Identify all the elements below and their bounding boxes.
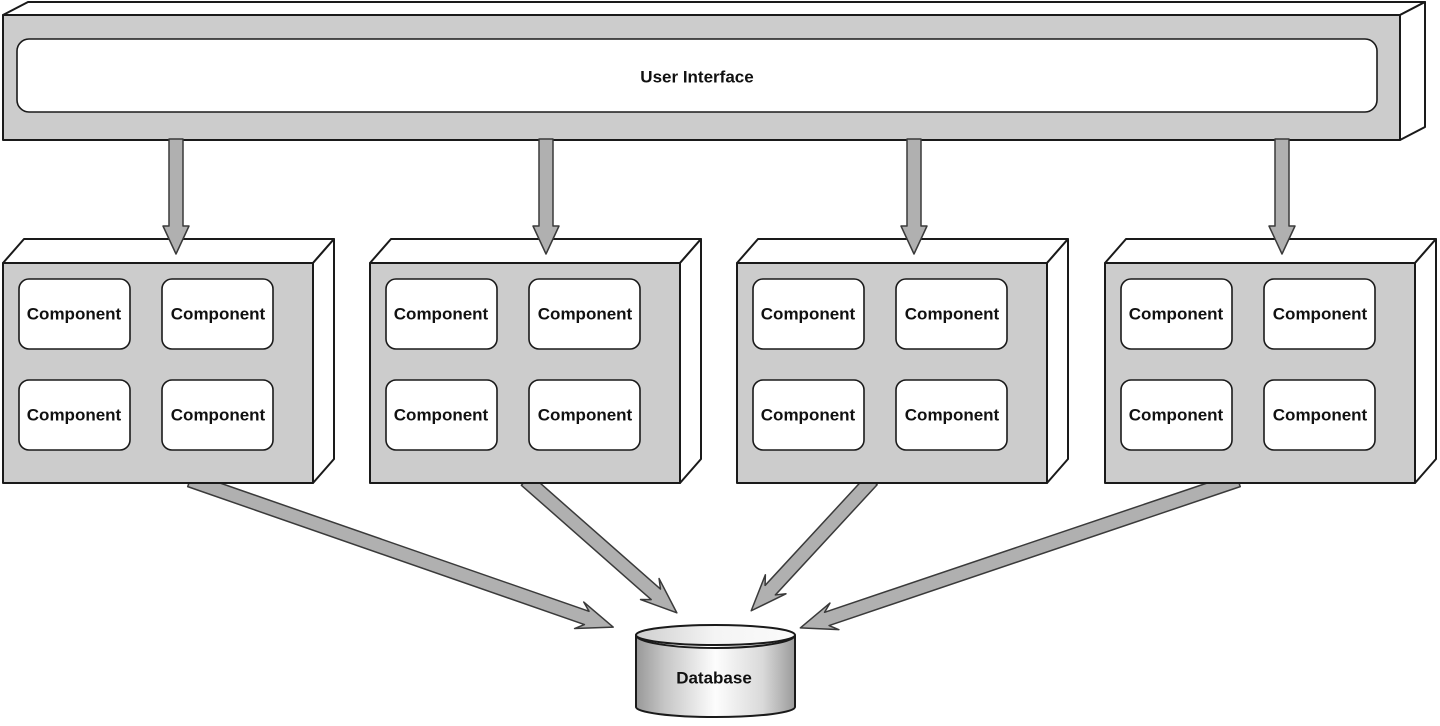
component-label: Component — [538, 305, 633, 324]
component-box-rect — [752, 278, 865, 350]
component-box-rect — [385, 379, 498, 451]
component-label: Component — [761, 406, 856, 425]
component-label: Component — [1129, 406, 1224, 425]
database-label: Database — [676, 669, 752, 688]
ui-arrow-to-module-1 — [162, 138, 190, 255]
module-4: Component Component Component Component — [1104, 238, 1437, 484]
component-box-rect — [528, 379, 641, 451]
db-arrow-from-module-4 — [799, 472, 1241, 631]
module-1-side-face — [312, 238, 335, 484]
module-2-top-face — [369, 238, 702, 264]
component-box: Component — [161, 379, 274, 451]
ui-to-module-arrows — [162, 138, 1296, 255]
component-box: Component — [895, 379, 1008, 451]
component-label: Component — [1273, 406, 1368, 425]
db-arrow-from-module-1 — [186, 472, 614, 630]
module-3: Component Component Component Component — [736, 238, 1069, 484]
component-box-rect — [1263, 278, 1376, 350]
ui-arrow-to-module-4 — [1268, 138, 1296, 255]
database-body — [635, 634, 796, 718]
component-box: Component — [528, 379, 641, 451]
component-box-rect — [895, 379, 1008, 451]
module-to-database-arrows — [186, 472, 1241, 631]
component-label: Component — [171, 406, 266, 425]
component-label: Component — [905, 305, 1000, 324]
component-label: Component — [905, 406, 1000, 425]
ui-side-face — [1399, 1, 1426, 141]
component-label: Component — [1129, 305, 1224, 324]
ui-top-face — [2, 1, 1426, 16]
component-label: Component — [394, 406, 489, 425]
component-box-rect — [18, 278, 131, 350]
module-1-top-face — [2, 238, 335, 264]
ui-label: User Interface — [640, 68, 753, 87]
component-box: Component — [18, 278, 131, 350]
module-4-side-face — [1414, 238, 1437, 484]
component-box-rect — [385, 278, 498, 350]
component-label: Component — [761, 305, 856, 324]
ui-arrow-to-module-3 — [900, 138, 928, 255]
component-label: Component — [171, 305, 266, 324]
component-box: Component — [1263, 278, 1376, 350]
component-box-rect — [161, 278, 274, 350]
component-box: Component — [385, 278, 498, 350]
module-4-top-face — [1104, 238, 1437, 264]
component-box-rect — [895, 278, 1008, 350]
component-label: Component — [1273, 305, 1368, 324]
component-box-rect — [1263, 379, 1376, 451]
component-box-rect — [752, 379, 865, 451]
user-interface-box: User Interface — [2, 1, 1426, 141]
component-box-rect — [18, 379, 131, 451]
ui-arrow-to-module-2 — [532, 138, 560, 255]
component-box: Component — [18, 379, 131, 451]
component-box: Component — [1263, 379, 1376, 451]
component-label: Component — [538, 406, 633, 425]
component-box-rect — [161, 379, 274, 451]
component-box: Component — [1120, 278, 1233, 350]
component-box-rect — [1120, 379, 1233, 451]
component-box: Component — [895, 278, 1008, 350]
component-box: Component — [752, 278, 865, 350]
module-3-side-face — [1046, 238, 1069, 484]
module-2: Component Component Component Component — [369, 238, 702, 484]
component-box-rect — [528, 278, 641, 350]
database-cylinder: Database — [635, 624, 796, 718]
module-3-top-face — [736, 238, 1069, 264]
component-box: Component — [752, 379, 865, 451]
component-label: Component — [394, 305, 489, 324]
database-top — [635, 624, 796, 646]
db-arrow-from-module-2 — [520, 473, 678, 614]
ui-inner-panel — [16, 38, 1378, 113]
component-box: Component — [161, 278, 274, 350]
db-arrow-from-module-3 — [750, 474, 878, 612]
component-label: Component — [27, 305, 122, 324]
component-label: Component — [27, 406, 122, 425]
component-box: Component — [528, 278, 641, 350]
module-2-side-face — [679, 238, 702, 484]
component-box: Component — [385, 379, 498, 451]
module-1: Component Component Component Component — [2, 238, 335, 484]
component-box: Component — [1120, 379, 1233, 451]
component-box-rect — [1120, 278, 1233, 350]
